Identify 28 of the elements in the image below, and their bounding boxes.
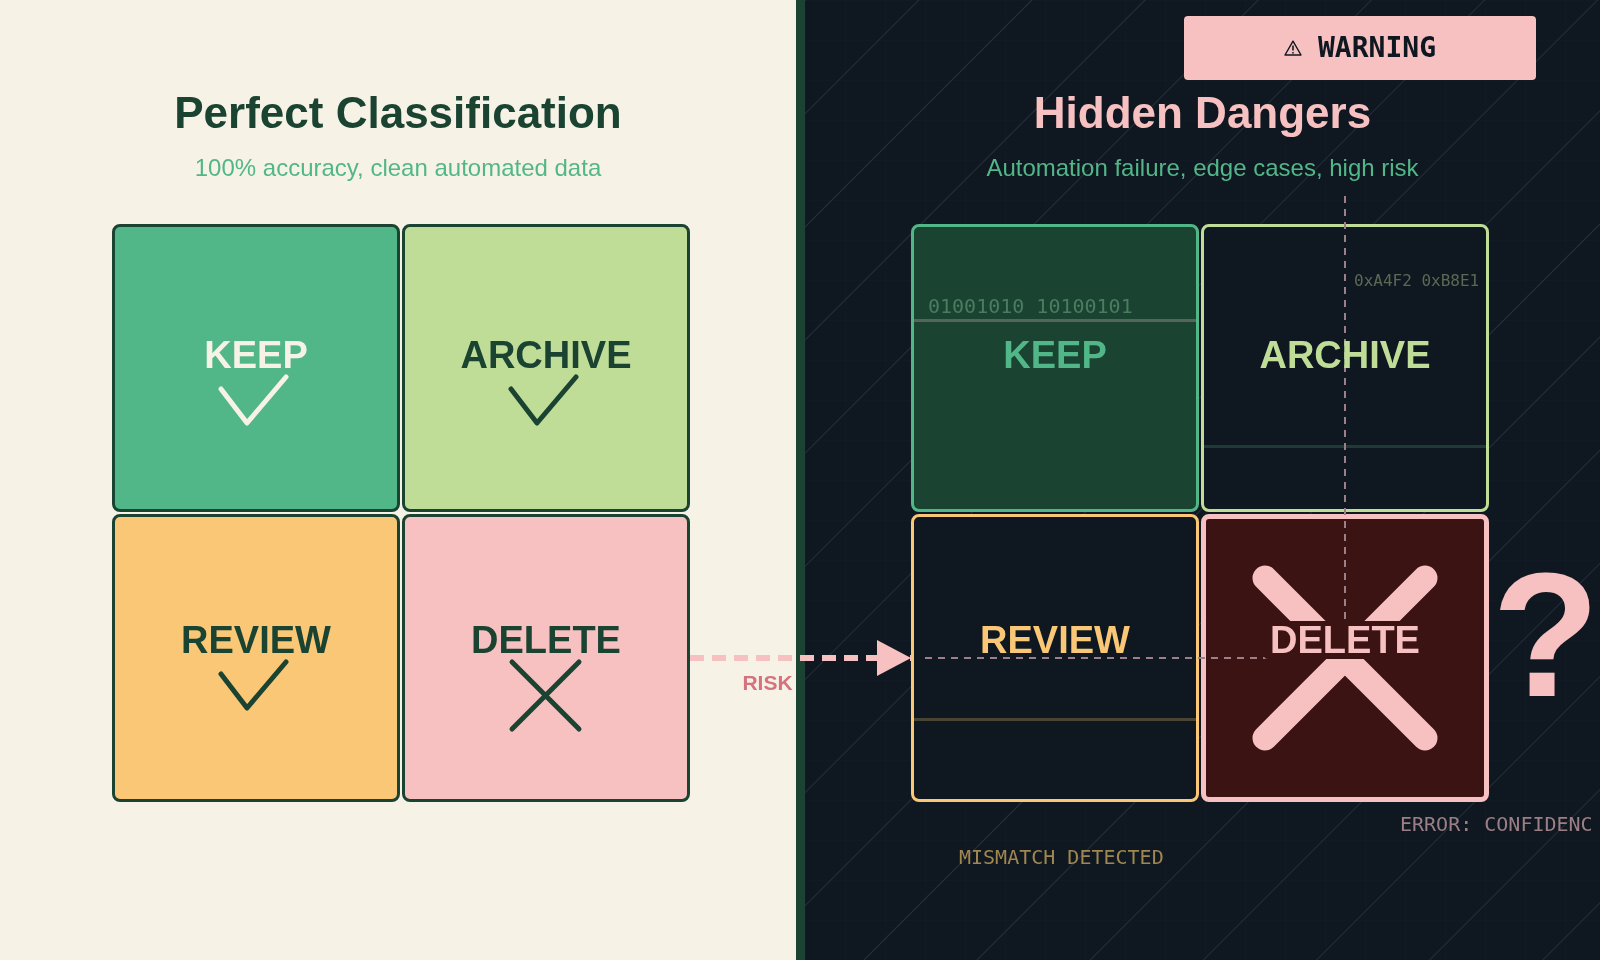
warning-text: WARNING [1318, 31, 1436, 65]
category-tile [1201, 514, 1489, 802]
category-tile [1201, 224, 1489, 512]
panel-title: Hidden Dangers [1033, 87, 1372, 139]
dashed-arrow [690, 640, 911, 676]
panel-subtitle: 100% accuracy, clean automated data [194, 153, 602, 182]
tile-label: KEEP [204, 341, 308, 369]
category-tile [112, 514, 400, 802]
category-tile [911, 224, 1199, 512]
status-message: MISMATCH DETECTED [959, 845, 1164, 869]
warning-banner [1184, 16, 1536, 80]
category-tile [112, 224, 400, 512]
tile-label: ARCHIVE [460, 341, 632, 369]
tile-label: REVIEW [181, 626, 331, 654]
tile-label: KEEP [1003, 341, 1107, 369]
panel-subtitle: Automation failure, edge cases, high risk [986, 153, 1419, 182]
panel-title: Perfect Classification [174, 87, 622, 139]
tile-label: DELETE [471, 626, 621, 654]
tile-label: REVIEW [980, 626, 1130, 654]
hex-code-text: 0xA4F2 0xB8E1 [1354, 271, 1480, 291]
tile-label: ARCHIVE [1259, 341, 1431, 369]
left-panel [0, 0, 796, 960]
category-tile [402, 224, 690, 512]
category-tile [402, 514, 690, 802]
question-mark: ? [1492, 547, 1600, 723]
error-message: ERROR: CONFIDENC [1400, 812, 1593, 836]
category-tile [911, 514, 1199, 802]
binary-code-text: 01001010 10100101 [928, 295, 1133, 317]
